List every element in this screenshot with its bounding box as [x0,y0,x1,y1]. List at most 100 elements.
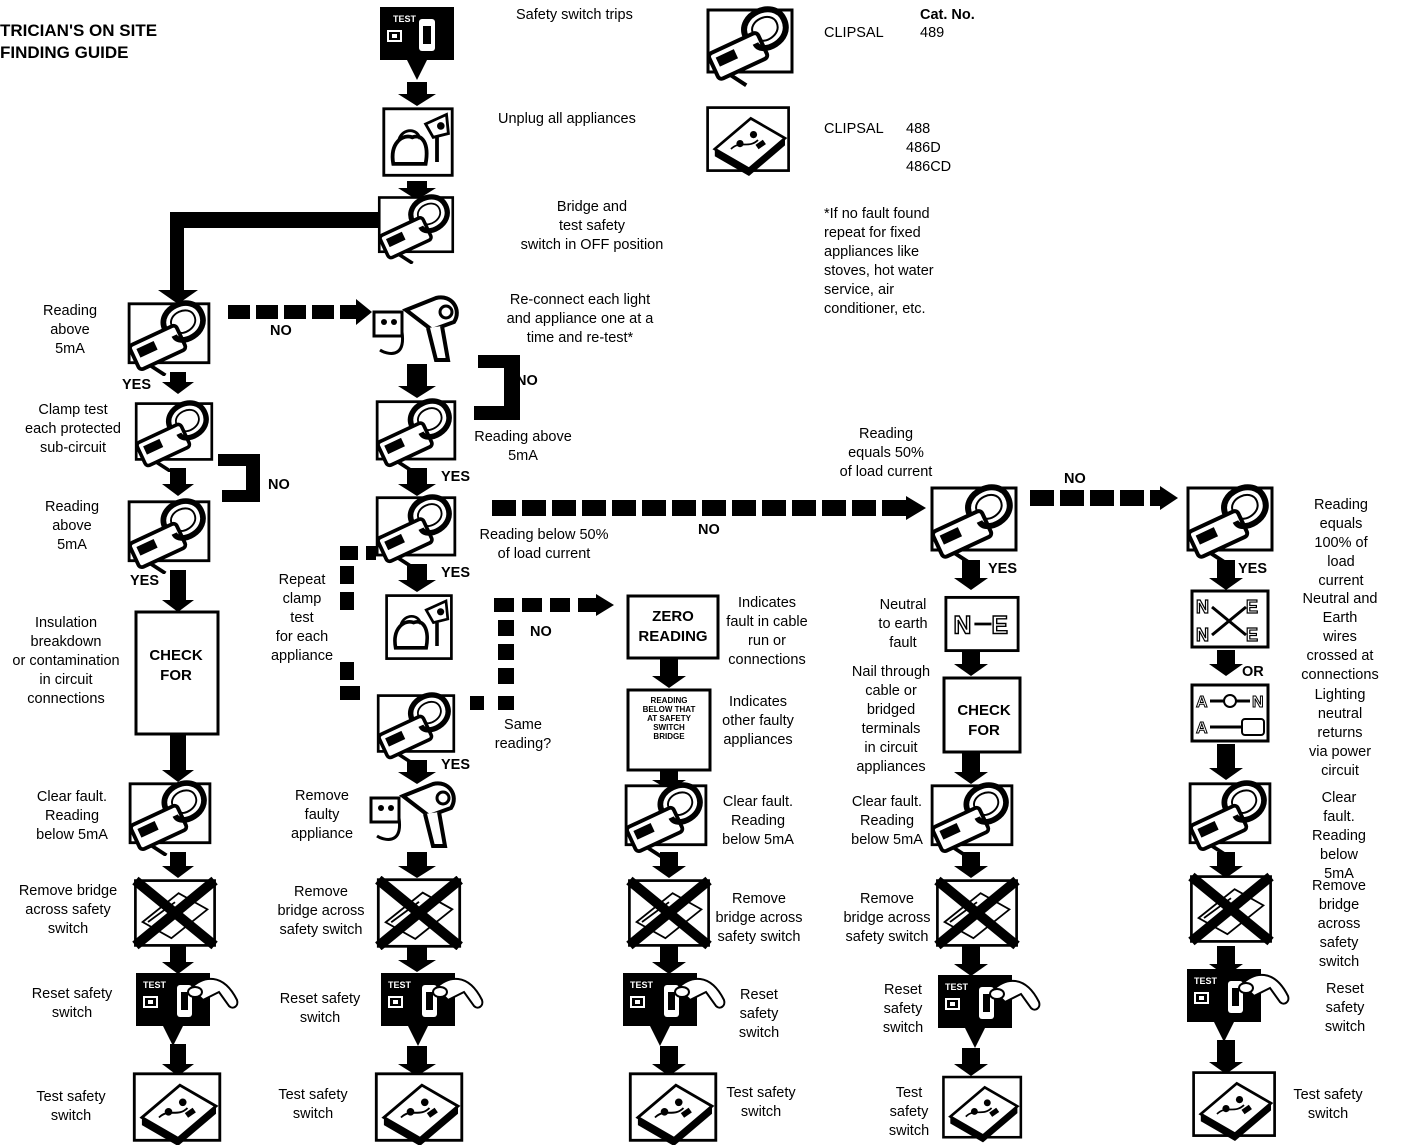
c4-xbridge-icon [937,881,1016,946]
yes-reading-above: YES [441,469,471,485]
c4-remove-bridge: Remove bridge across safety switch [843,891,931,945]
c3-reading-below-bridge: READING BELOW THAT AT SAFETY SWITCH BRID… [642,696,696,741]
step-unplug: Unplug all appliances [498,111,636,127]
legend-clamp-icon [700,3,802,95]
arrow-below50-to-repeat [398,564,436,592]
arrow-c4-ne-to-check [954,652,988,676]
arrow-no-loop [474,355,520,420]
c1-yes-2: YES [130,573,160,589]
c5-clear-clamp-icon [1183,777,1280,864]
c5-lighting-neutral: Lighting neutral returns via power circu… [1308,687,1372,779]
bridge-clamp-icon [372,191,462,271]
c1-reset-icon [134,971,239,1048]
c3-indicates-other: Indicates other faulty appliances [722,694,794,748]
c5-tester-icon [1192,1071,1276,1142]
c4-tester-icon [942,1075,1023,1144]
c2-test: Test safety switch [278,1087,348,1122]
repeat-clamp-icon [387,596,452,659]
c1-check-for-label: CHECK FOR [149,647,203,684]
step-reading-above: Reading above 5mA [474,429,572,464]
c5-clear-fault: Clear fault. Reading below 5mA [1311,790,1366,882]
check-boxes [134,594,1022,772]
dashed-connectors [228,299,1178,710]
trip-test-icon [378,5,456,82]
yes-col5: YES [1238,561,1268,577]
c3-zero-reading-box [626,594,720,660]
arrow-c1-no-loop [218,454,260,502]
arrow-c3-reset-to-test [652,1046,686,1076]
unplug-icon [381,106,455,178]
c4-test: Test safety switch [888,1085,930,1139]
c4-reset-icon [936,973,1041,1050]
c1-remove-bridge: Remove bridge across safety switch [18,883,118,937]
legend-brand-1: CLIPSAL [824,25,884,41]
c1-clamp-test-icon [129,397,221,480]
arrow-c4-clear-to-xbridge [954,852,988,878]
arrow-c1-reset-to-test [162,1044,194,1076]
step-reading-below-50: Reading below 50% of load current [479,527,609,562]
arrow-reconnect-to-reading [398,364,436,398]
arrow-c4-reset-to-test [954,1048,988,1076]
c3-reading-below-box [626,688,712,772]
step-trip: Safety switch trips [516,7,633,23]
arrow-c4-xbridge-to-reset [954,946,988,976]
legend-cat-header: Cat. No. [920,7,975,23]
arrow-c1-xbridge-to-reset [162,946,194,974]
connectors [158,82,1243,1076]
reconnect-appliance-icon [372,295,459,362]
arrow-c1-reading-to-check [162,570,194,612]
c3-test: Test safety switch [726,1085,796,1120]
arrow-c1-reading-to-clamp [162,372,194,394]
c3-tester-icon [628,1072,718,1145]
c2-reset-icon [379,971,484,1048]
arrow-c1-clear-to-xbridge [162,852,194,878]
c1-xbridge-icon [135,881,214,946]
arrow-c4-check-to-clear [954,750,988,784]
arrow-c1-check-to-clear [162,732,194,782]
c2-tester-icon [374,1072,464,1145]
c5-remove-bridge: Remove bridge across safety switch [1312,878,1366,970]
c5-lighting-icon [1190,683,1270,743]
c3-xbridge-icon [629,881,708,946]
step-bridge: Bridge and test safety switch in OFF pos… [520,199,664,253]
arrow-c3-xbridge-to-reset [652,946,686,974]
c1-reading-above: Reading above 5mA [42,303,98,357]
c1-reading-clamp-icon [122,297,219,384]
c3-zero-reading: ZERO READING [638,608,708,645]
step-same-reading: Same reading? [494,717,552,752]
c1-clear-fault: Clear fault. Reading below 5mA [36,789,108,843]
legend-cat-1: 489 [920,25,945,41]
c4-reading-clamp-icon [924,481,1026,573]
c1-test: Test safety switch [36,1089,106,1124]
c1-no: NO [268,477,290,493]
c1-reading-above-2: Reading above 5mA [44,499,100,553]
c1-check-for-box [134,610,220,736]
guide-title: TRICIAN'S ON SITE FINDING GUIDE [0,21,158,62]
c3-reset: Reset safety switch [738,987,780,1041]
no-loop-label: NO [516,373,538,389]
yes-reading-below: YES [441,565,471,581]
no-zero-reading: NO [530,624,552,640]
c3-indicates-cable: Indicates fault in cable run or connecti… [726,595,808,668]
remove-faulty-appliance-icon [371,783,454,846]
c5-reset: Reset safety switch [1324,981,1366,1035]
arrow-c1-clamp-to-reading [162,468,194,496]
c2-remove-bridge: Remove bridge across safety switch [277,884,365,938]
step-reading-equals-100: Reading equals 100% of load current [1313,497,1368,589]
arrow-trip-to-unplug [398,82,436,106]
c1-reset: Reset safety switch [31,986,113,1021]
arrow-bridge-to-col1 [158,204,384,304]
c3-reset-icon [621,971,726,1048]
arrow-c3-clear-to-xbridge [652,852,686,878]
c4-neutral-earth-icon [944,595,1020,653]
step-repeat-clamp: Repeat clamp test for each appliance [270,572,334,664]
arrow-c5-lighting-to-clear [1209,744,1243,780]
or-col5: OR [1242,664,1264,680]
no-to-reconnect: NO [270,323,292,339]
step-remove-faulty: Remove faulty appliance [290,788,354,842]
arrow-c3-zero-to-below [652,656,686,688]
arrow-c5-reset-to-test [1209,1040,1243,1074]
arrow-same-to-remove [398,760,436,784]
arrow-reset-to-test [398,1046,436,1076]
